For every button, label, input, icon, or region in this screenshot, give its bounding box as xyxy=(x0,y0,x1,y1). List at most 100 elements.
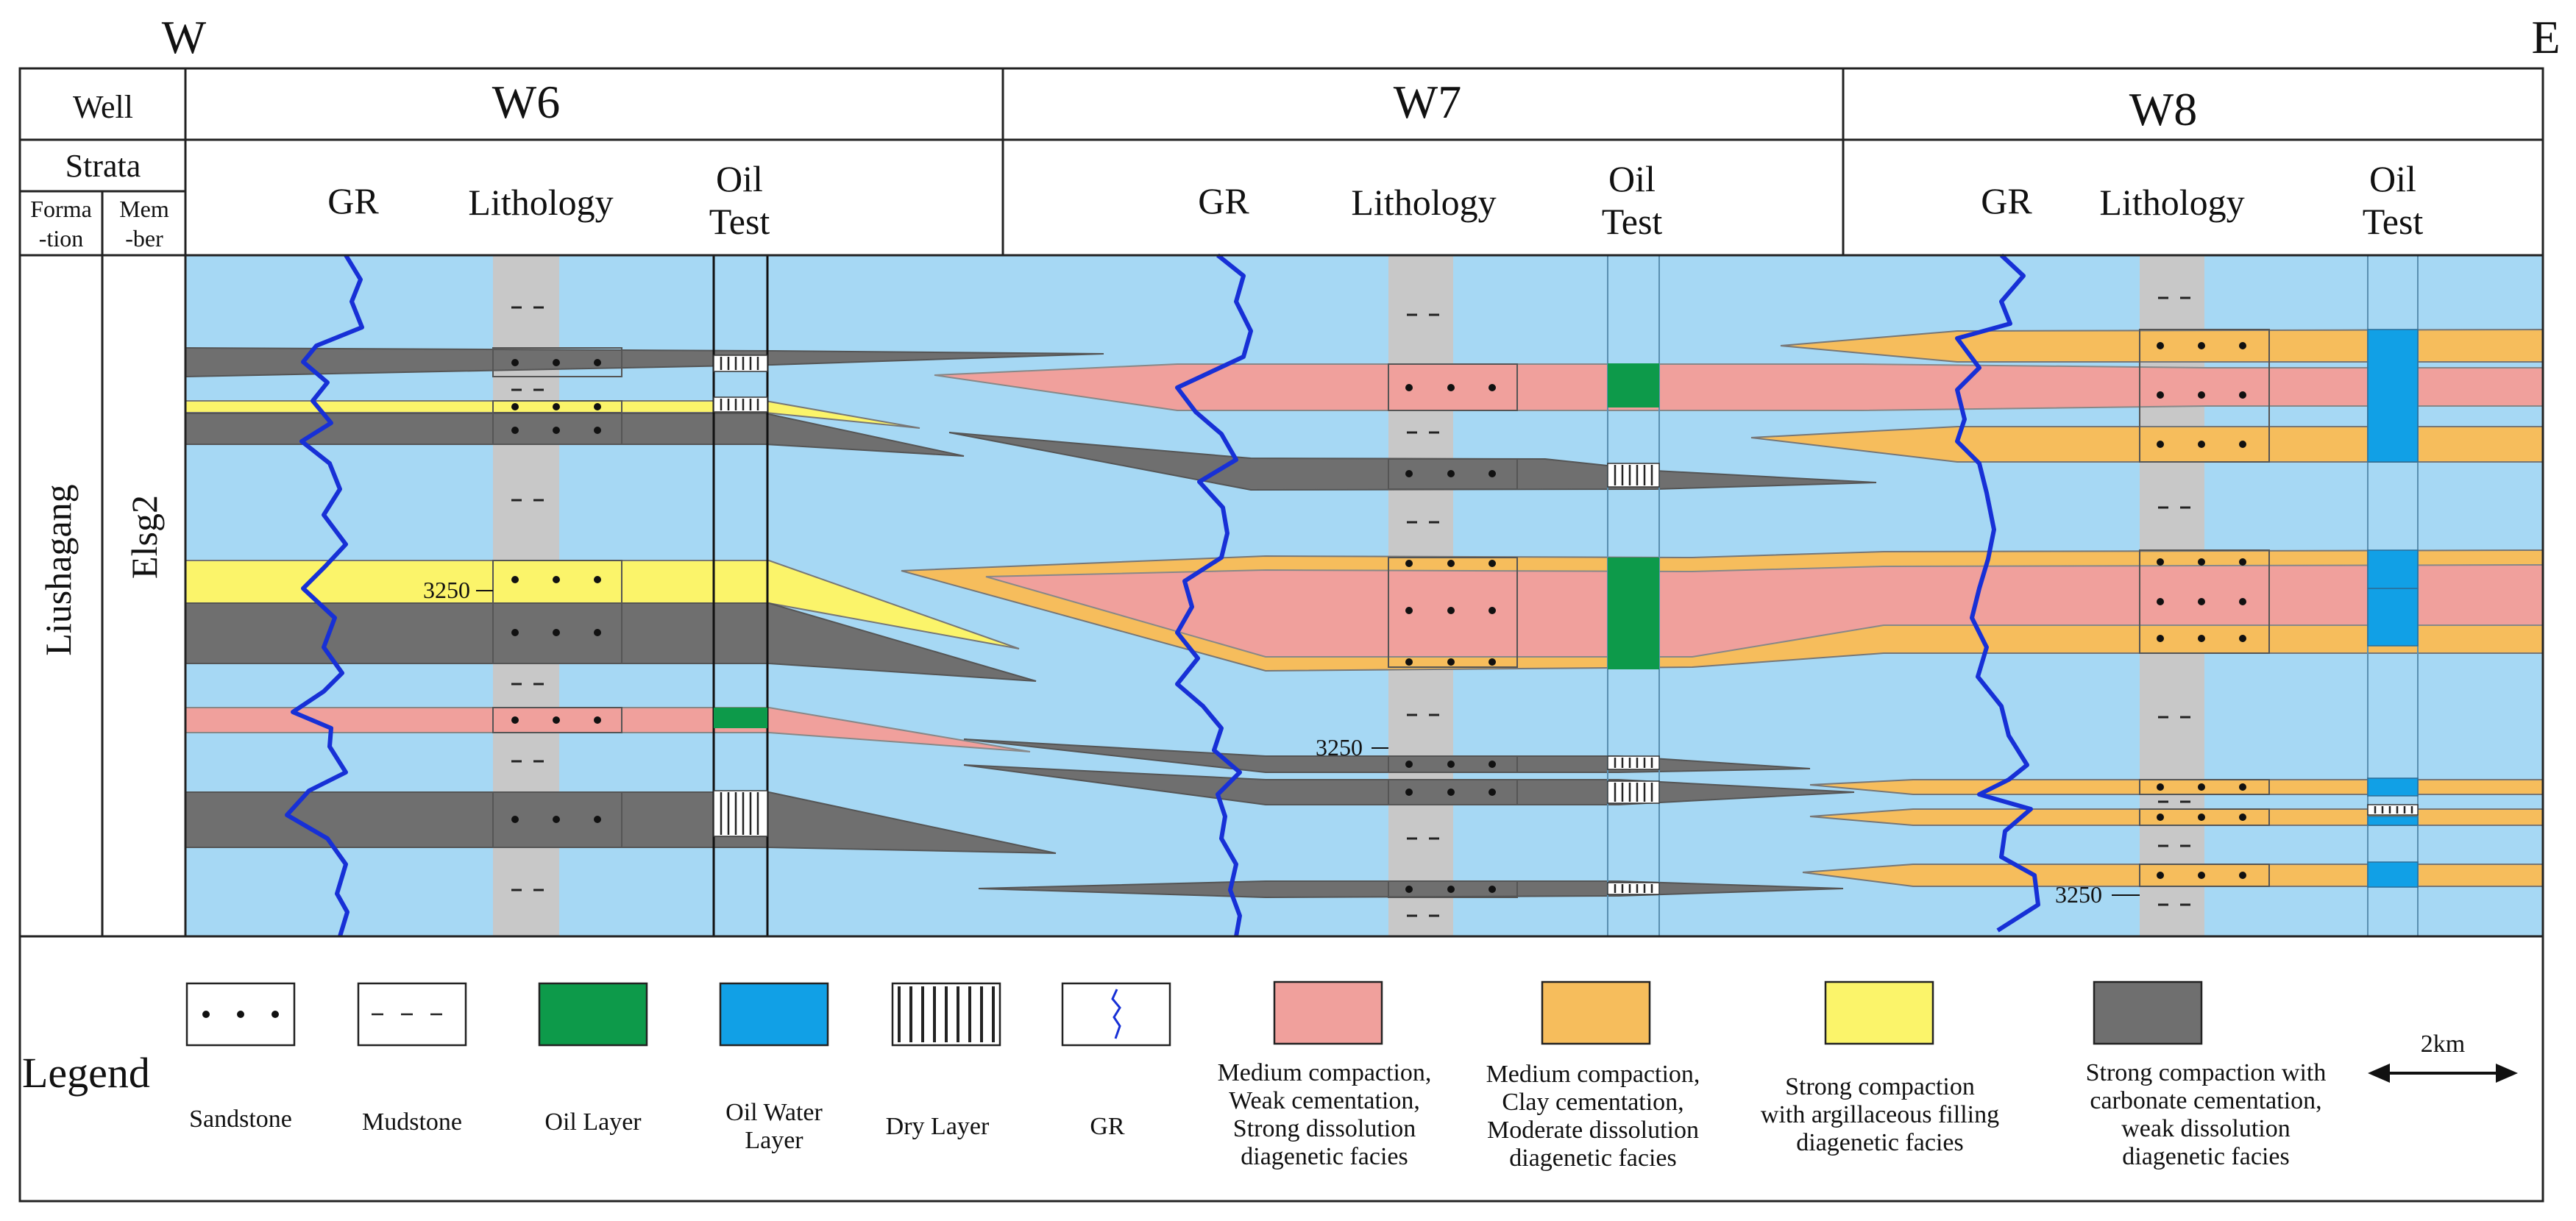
w7-dry-layer-4 xyxy=(1607,882,1660,895)
legend-pink-line-1: Medium compaction, xyxy=(1218,1059,1432,1086)
w7-dots xyxy=(1405,384,1496,893)
w6-gr-curve xyxy=(285,254,364,937)
w6-sand-box-6 xyxy=(492,707,622,733)
legend-yellow-line-2: with argillaceous filling xyxy=(1761,1101,1999,1128)
w8-sand-box-1 xyxy=(2139,329,2270,463)
legend-dry-layer-label: Dry Layer xyxy=(886,1113,990,1140)
w6-depth-marker: 3250 xyxy=(423,577,470,603)
w7-sand-box-3 xyxy=(1388,557,1518,668)
legend-pink-line-4: diagenetic facies xyxy=(1241,1143,1408,1170)
w8-orange-layer-5 xyxy=(1802,864,2544,887)
w8-oil-test-header-2: Test xyxy=(2363,201,2424,242)
west-label: W xyxy=(162,11,207,63)
legend-orange-line-4: diagenetic facies xyxy=(1509,1145,1676,1172)
legend-oil-water-label-2: Layer xyxy=(745,1127,803,1154)
legend-oil-layer-swatch xyxy=(538,982,648,1047)
legend-yellow-line-1: Strong compaction xyxy=(1785,1073,1975,1100)
w8-layers xyxy=(1750,328,2544,887)
w8-dots xyxy=(2157,342,2246,879)
mudstone-dashes xyxy=(511,296,2190,917)
legend-pink-line-3: Strong dissolution xyxy=(1233,1115,1416,1142)
w6-oil-layer xyxy=(714,708,767,728)
dry-layer-hatching xyxy=(720,357,2413,893)
strata-label: Strata xyxy=(65,148,141,184)
legend-oil-water-label-1: Oil Water xyxy=(725,1099,823,1126)
legend-gray-line-2: carbonate cementation, xyxy=(2090,1087,2321,1114)
legend-oil-layer-label: Oil Layer xyxy=(544,1108,642,1136)
w6-dry-layer-1 xyxy=(713,355,768,372)
legend-yellow-facies-swatch xyxy=(1824,980,1934,1045)
w7-gr-header: GR xyxy=(1198,180,1249,221)
formation-value: Liushagang xyxy=(38,484,79,655)
legend-mudstone-label: Mudstone xyxy=(362,1108,462,1136)
w7-gray-layer-2 xyxy=(963,738,1811,773)
w7-name: W7 xyxy=(1394,76,1461,128)
w7-oil-layer-1 xyxy=(1608,363,1659,407)
w8-oil-water-layer-5 xyxy=(2367,816,2419,826)
formation-label-line1: Forma xyxy=(30,196,92,222)
w8-lithology-header: Lithology xyxy=(2099,182,2244,223)
w7-sand-box-2 xyxy=(1388,458,1518,490)
w6-lithology-header: Lithology xyxy=(468,182,613,223)
w7-sand-box-4 xyxy=(1388,755,1518,773)
legend-swatch-patterns xyxy=(202,986,1121,1042)
w8-orange-layer-3 xyxy=(1809,779,2544,795)
w7-sand-box-5 xyxy=(1388,779,1518,805)
w7-dry-layer-1 xyxy=(1607,463,1660,488)
w7-sand-box-1 xyxy=(1388,363,1518,411)
w7-dry-layer-2 xyxy=(1607,755,1660,770)
legend-orange-line-3: Moderate dissolution xyxy=(1487,1117,1699,1144)
w6-oil-test-header-2: Test xyxy=(709,201,770,242)
w6-sand-box-3 xyxy=(492,413,622,445)
lithology-boxes xyxy=(492,329,2270,898)
w7-oil-layer-2 xyxy=(1608,558,1659,669)
gr-curves xyxy=(285,253,2040,937)
w8-sand-box-2 xyxy=(2139,549,2270,654)
legend-box xyxy=(18,935,2544,1203)
w8-depth-marker: 3250 xyxy=(2055,881,2102,908)
w8-orange-layer-4 xyxy=(1809,808,2544,826)
w8-oil-water-layer-2 xyxy=(2367,549,2419,589)
scale-bar-label: 2km xyxy=(2421,1030,2465,1058)
sandstone-dots xyxy=(511,342,2246,893)
legend-orange-facies-swatch xyxy=(1541,980,1651,1045)
w8-oil-test-header-1: Oil xyxy=(2369,158,2416,199)
legend-pink-line-2: Weak cementation, xyxy=(1229,1087,1420,1114)
legend-gray-line-3: weak dissolution xyxy=(2121,1115,2290,1142)
legend-gray-line-4: diagenetic facies xyxy=(2122,1143,2289,1170)
w6-sand-box-1 xyxy=(492,347,622,377)
w8-oil-water-layer-1 xyxy=(2367,329,2419,463)
legend-yellow-line-3: diagenetic facies xyxy=(1796,1129,1963,1156)
legend-gray-facies-swatch xyxy=(2093,980,2203,1045)
w8-sand-box-3 xyxy=(2139,779,2270,795)
east-label: E xyxy=(2531,11,2560,63)
w8-oil-water-layer-3 xyxy=(2367,588,2419,647)
member-value: Elsg2 xyxy=(124,495,165,579)
legend-pink-facies-swatch xyxy=(1273,980,1383,1045)
w6-sand-box-7 xyxy=(492,791,622,848)
w8-gr-header: GR xyxy=(1981,180,2032,221)
formation-label-line2: -tion xyxy=(39,225,83,252)
w7-oil-test-header-1: Oil xyxy=(1608,158,1656,199)
legend-title: Legend xyxy=(22,1049,150,1097)
w7-depth-marker: 3250 xyxy=(1316,734,1363,761)
w6-oil-test-header-1: Oil xyxy=(716,158,763,199)
legend-labels: Sandstone Mudstone Oil Layer Oil Water L… xyxy=(189,1059,2326,1172)
w8-sand-box-5 xyxy=(2139,864,2270,887)
legend-orange-line-2: Clay cementation, xyxy=(1502,1089,1683,1116)
w7-sand-box-6 xyxy=(1388,880,1518,898)
w7-dry-layer-3 xyxy=(1607,780,1660,804)
w8-oil-water-layer-6 xyxy=(2367,861,2419,888)
member-label-line1: Mem xyxy=(119,196,169,222)
w6-gr-header: GR xyxy=(327,180,379,221)
w8-name: W8 xyxy=(2129,83,2197,135)
legend-oil-water-layer-swatch xyxy=(719,982,829,1047)
legend-gray-line-1: Strong compaction with xyxy=(2086,1059,2327,1086)
depth-markers: 3250 3250 3250 xyxy=(423,577,2140,908)
w6-dry-layer-2 xyxy=(713,396,768,413)
w6-name: W6 xyxy=(492,76,560,128)
w7-oil-test-header-2: Test xyxy=(1602,201,1663,242)
w8-oil-water-layer-4 xyxy=(2367,777,2419,797)
legend-orange-line-1: Medium compaction, xyxy=(1486,1061,1700,1088)
w6-dots xyxy=(511,359,601,823)
